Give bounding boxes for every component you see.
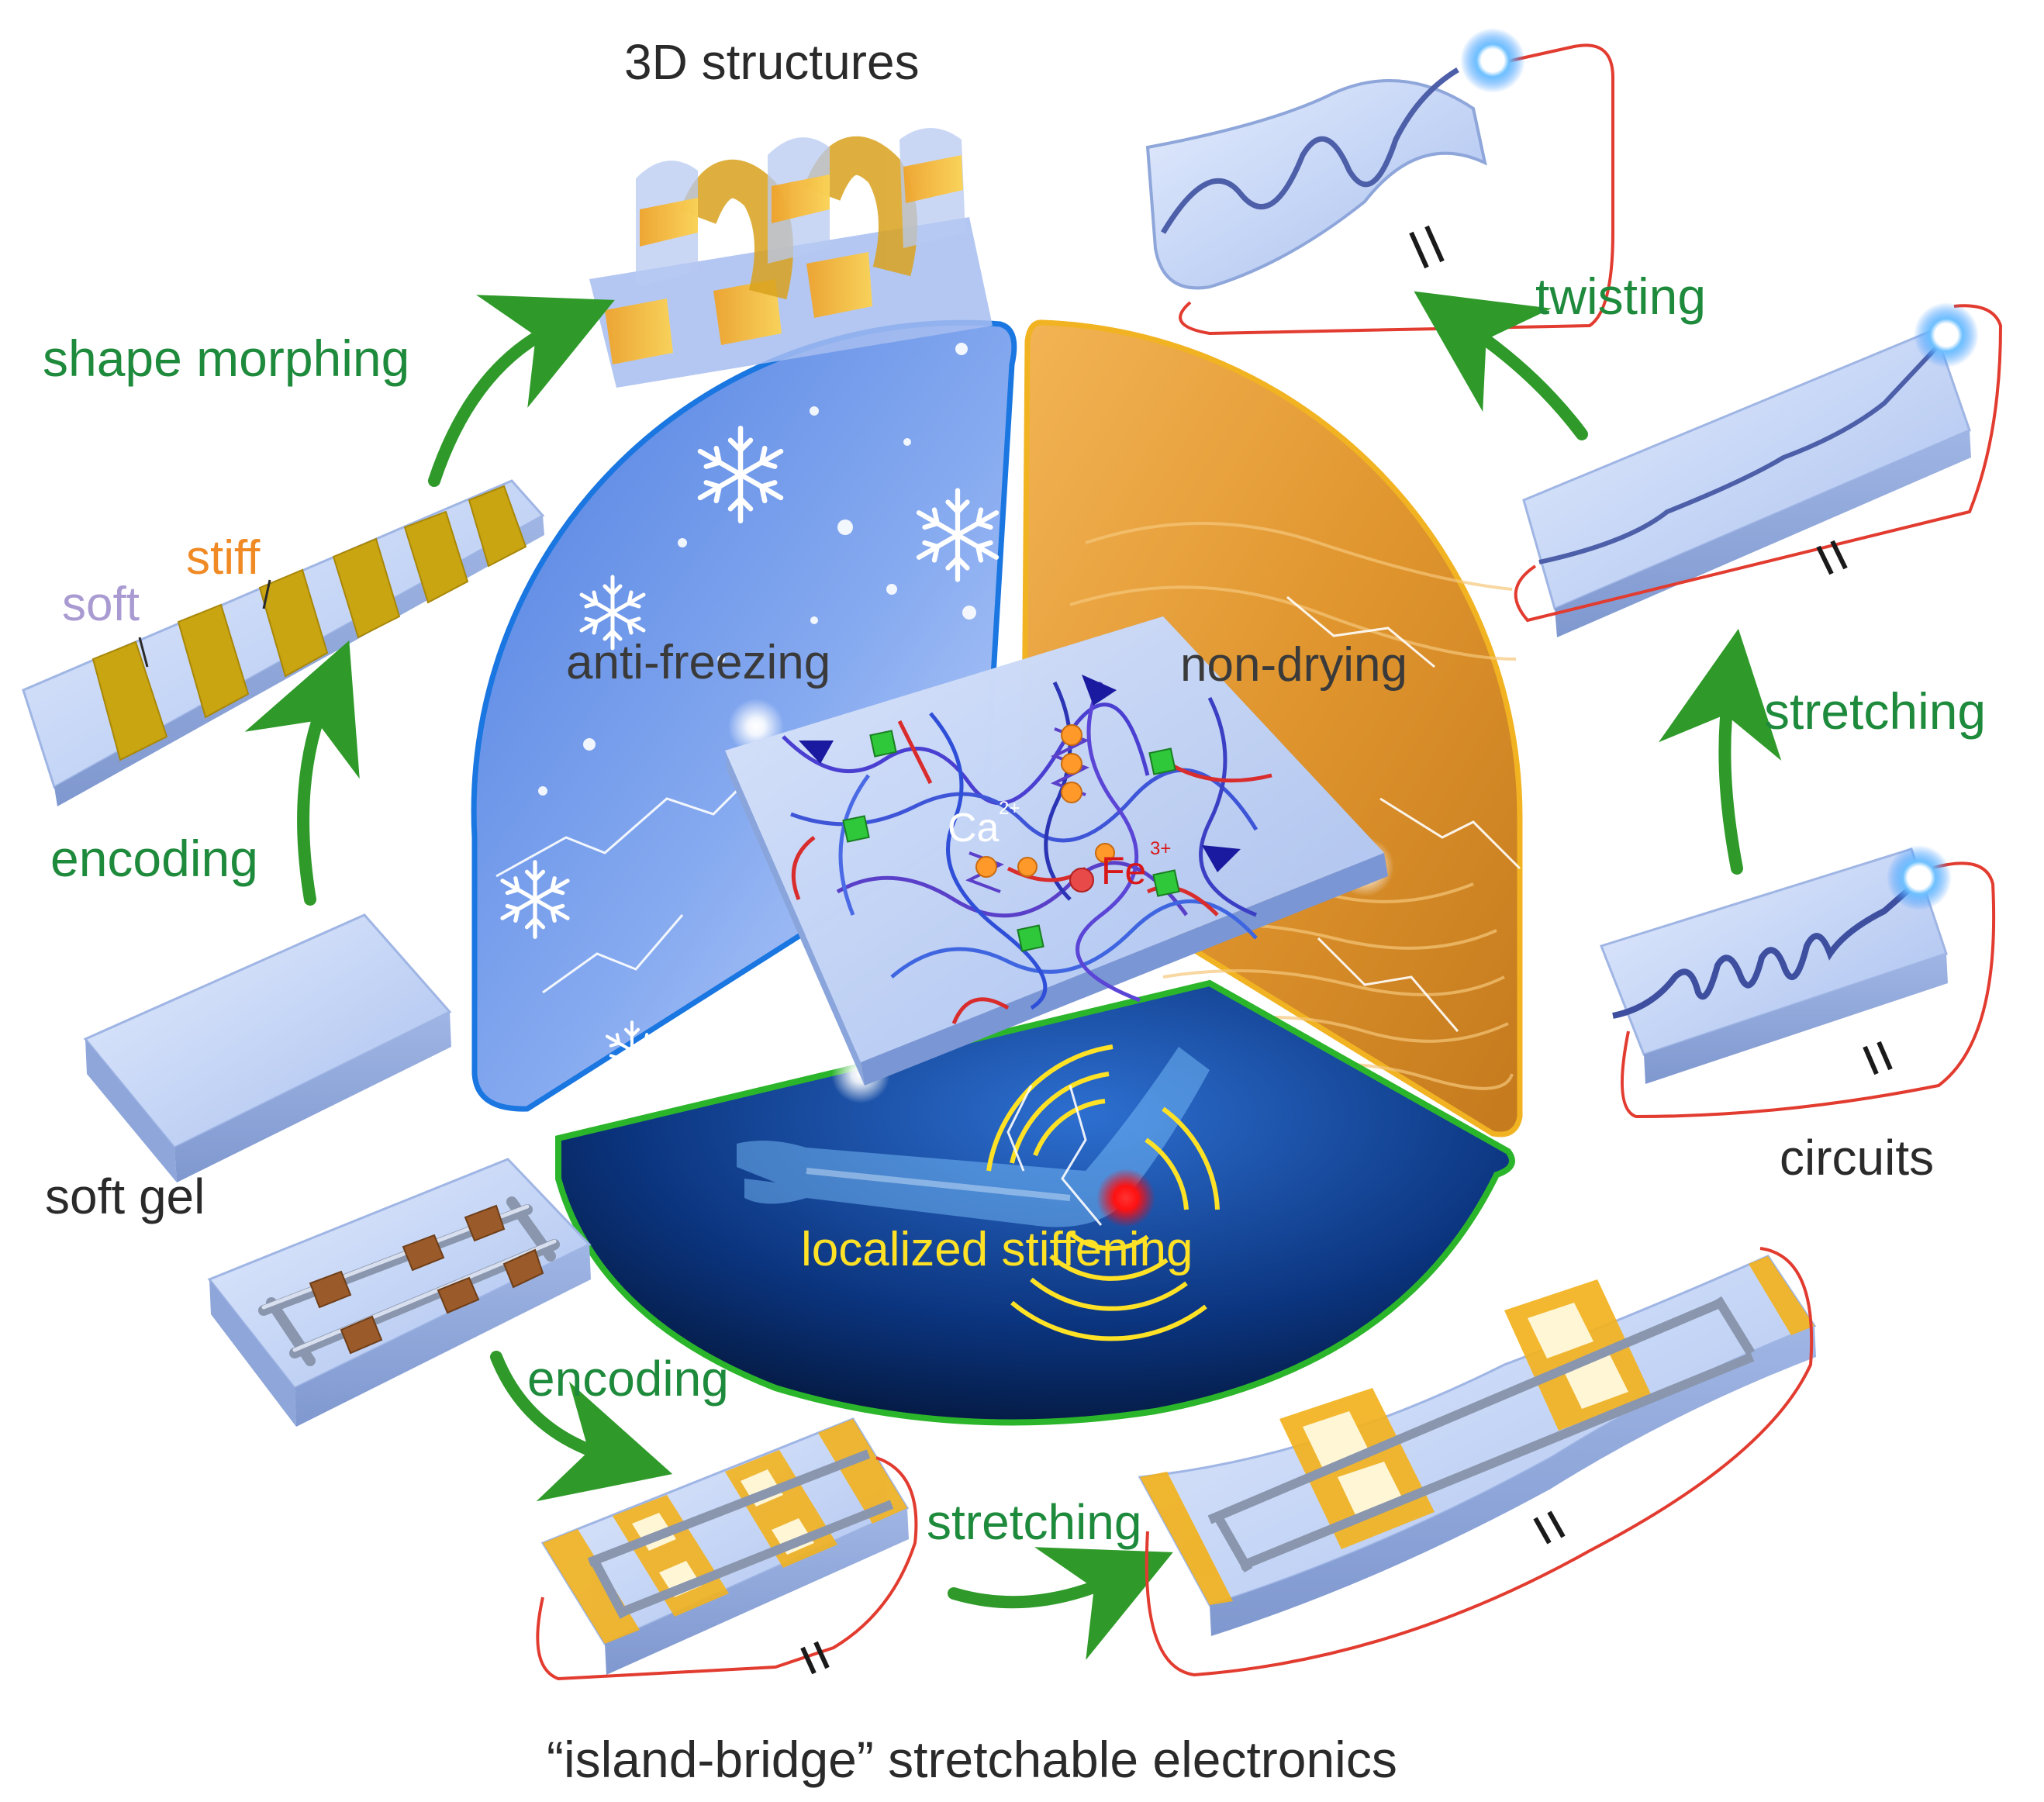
soft-label: soft (62, 578, 140, 631)
arrow-encoding-left (244, 640, 360, 906)
polymer-chains (782, 681, 1272, 1024)
twisted-gel-circuit (1145, 28, 1614, 336)
stiff-label: stiff (186, 531, 261, 585)
island-bridge-gel-small (536, 1417, 918, 1681)
battery-icon (1863, 1041, 1893, 1075)
island-bridge-label: “island-bridge” stretchable electronics (547, 1731, 1397, 1788)
encoding-left-label: encoding (50, 830, 258, 887)
network-gel-slab: Ca 2+ Fe 3+ (725, 616, 1388, 1086)
coil-gel-circuit (1600, 845, 1996, 1119)
3d-structures-label: 3D structures (624, 34, 920, 90)
stretching-bottom-label: stretching (927, 1494, 1141, 1550)
striped-gel-strip (22, 479, 545, 806)
twisting-label: twisting (1535, 268, 1706, 325)
localized-stiffening-label: localized stiffening (801, 1223, 1193, 1276)
anti-freezing-label: anti-freezing (566, 636, 830, 689)
arrow-stretching-right (1659, 628, 1782, 875)
non-drying-label: non-drying (1180, 638, 1407, 692)
3d-structure-helix (589, 128, 993, 388)
ion-fe-label: Fe (1101, 849, 1146, 892)
battery-icon (1409, 225, 1445, 269)
battery-icon (1533, 1510, 1566, 1545)
arrow-twisting (1414, 291, 1588, 440)
battery-icon (1816, 540, 1848, 575)
led-icon (1887, 845, 1952, 910)
arrow-shape-morphing (428, 295, 615, 487)
encoding-bottom-label: encoding (527, 1351, 729, 1407)
soft-gel-block (83, 913, 452, 1182)
island-bridge-gel-stretched (1138, 1247, 1817, 1677)
led-icon (1914, 302, 1979, 368)
lightning-icon (495, 595, 1521, 1226)
led-icon (1460, 28, 1525, 93)
soft-gel-label: soft gel (45, 1169, 205, 1224)
stretched-gel-circuit (1514, 302, 2003, 637)
shape-morphing-label: shape morphing (43, 330, 409, 387)
stretching-right-label: stretching (1764, 682, 1986, 740)
localized-stiffening-panel (555, 979, 1515, 1426)
circuits-label: circuits (1780, 1130, 1934, 1186)
ion-ca-charge: 2+ (999, 798, 1020, 819)
arrow-encoding-bottom (490, 1351, 673, 1502)
electrode-gel-block (207, 1158, 592, 1427)
ion-ca-label: Ca (948, 806, 1000, 851)
arrow-stretching-bottom (948, 1547, 1173, 1660)
battery-icon (800, 1641, 830, 1675)
snow-dots (538, 343, 976, 796)
ion-fe-charge: 3+ (1150, 838, 1171, 859)
arm-icon (737, 1047, 1210, 1227)
